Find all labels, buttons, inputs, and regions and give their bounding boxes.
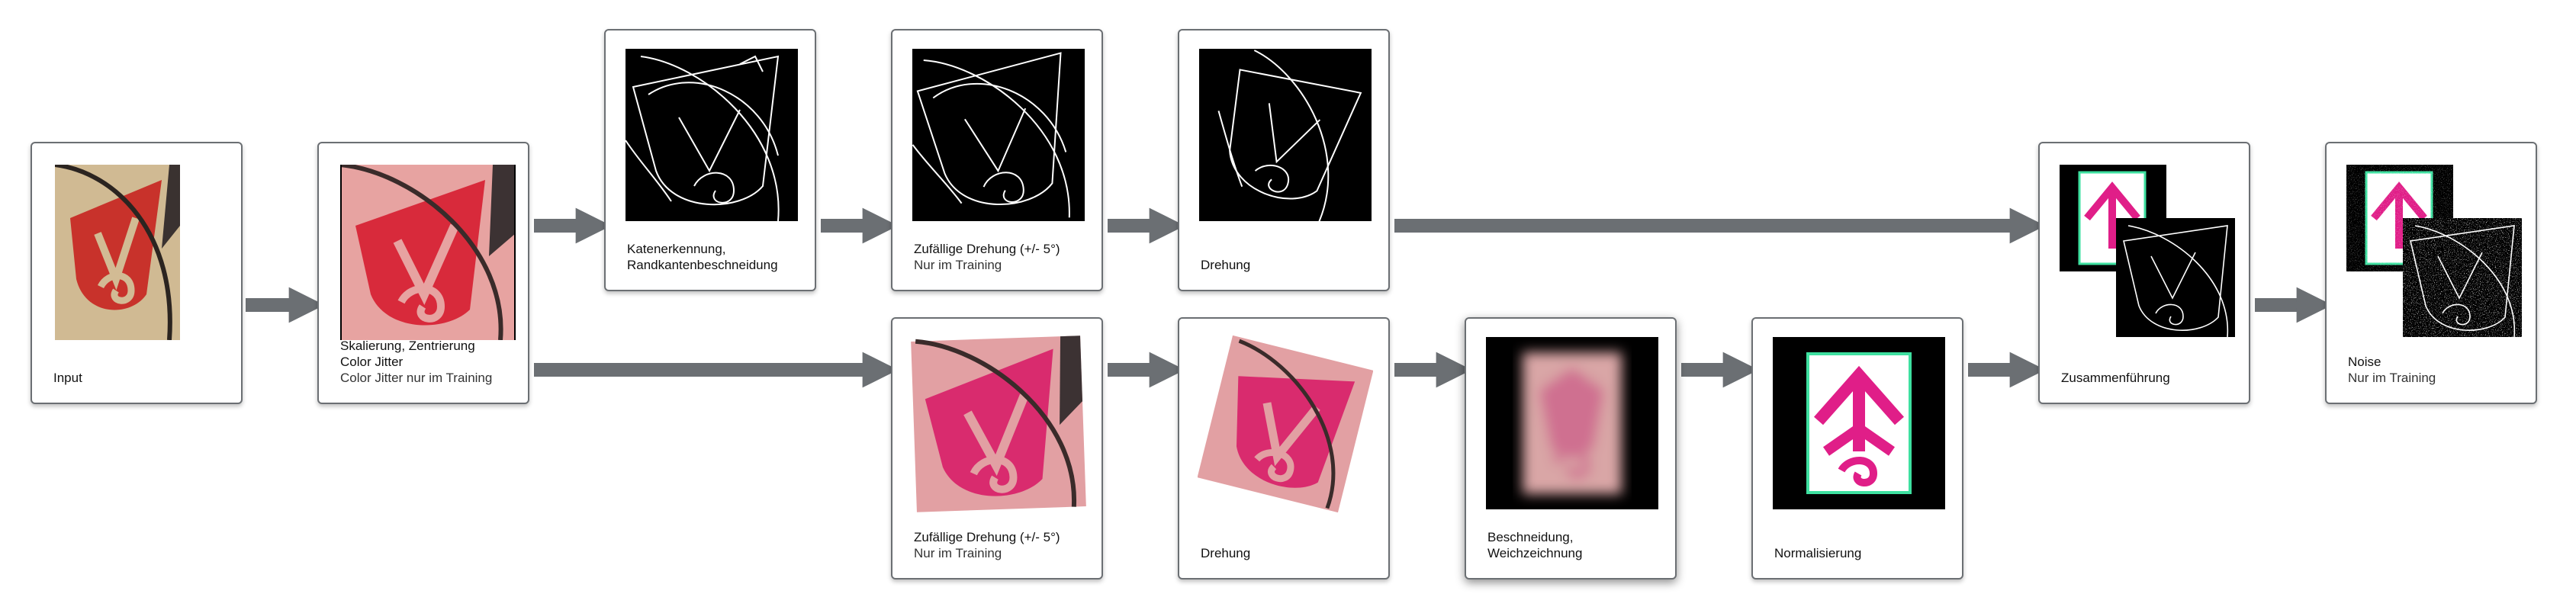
merged-images — [2060, 165, 2235, 340]
step-color-rotation: Drehung — [1178, 317, 1390, 580]
step-color-rotation-title: Drehung — [1201, 546, 1251, 560]
step-crop-blur-title: Beschneidung, — [1487, 530, 1574, 544]
step-edge-random-rotation: Zufällige Drehung (+/- 5°) Nur im Traini… — [891, 29, 1103, 291]
step-color-random-rotation-note: Nur im Training — [914, 546, 1002, 560]
rotated-crest-image — [1198, 336, 1373, 512]
step-crop-blur-title2: Weichzeichnung — [1487, 546, 1583, 560]
step-scale-title: Skalierung, Zentrierung — [340, 339, 475, 353]
step-crop-blur: Beschneidung, Weichzeichnung — [1465, 317, 1677, 580]
step-noise: Noise Nur im Training — [2325, 142, 2537, 404]
step-edge-rotation: Drehung — [1178, 29, 1390, 291]
step-input: Input — [31, 142, 243, 404]
pink-crest-image — [340, 165, 516, 340]
step-color-random-rotation: Zufällige Drehung (+/- 5°) Nur im Traini… — [891, 317, 1103, 580]
step-scale-title2: Color Jitter — [340, 355, 404, 369]
step-edge-random-rotation-note: Nur im Training — [914, 258, 1002, 272]
step-noise-note: Nur im Training — [2348, 371, 2436, 385]
normalized-crest-image — [1773, 337, 1945, 509]
step-edge-detection: Katenerkennung, Randkantenbeschneidung — [604, 29, 816, 291]
step-normalize-title: Normalisierung — [1774, 546, 1862, 560]
pink-crest-image — [911, 336, 1086, 512]
step-scale-center: Skalierung, Zentrierung Color Jitter Col… — [317, 142, 529, 404]
step-edge-title2: Randkantenbeschneidung — [627, 258, 778, 272]
step-merge: Zusammenführung — [2038, 142, 2250, 404]
step-scale-note: Color Jitter nur im Training — [340, 371, 493, 385]
rotated-edge-map-image — [1199, 49, 1372, 221]
step-noise-title: Noise — [2348, 355, 2381, 369]
blurred-crest-image — [1486, 337, 1658, 509]
step-input-title: Input — [53, 371, 82, 385]
step-normalize: Normalisierung — [1751, 317, 1963, 580]
step-merge-title: Zusammenführung — [2061, 371, 2170, 385]
step-edge-rotation-title: Drehung — [1201, 258, 1251, 272]
step-color-random-rotation-title: Zufällige Drehung (+/- 5°) — [914, 530, 1060, 544]
parchment-crest-image — [55, 165, 180, 340]
edge-map-image — [912, 49, 1085, 221]
step-edge-title: Katenerkennung, — [627, 242, 726, 256]
step-edge-random-rotation-title: Zufällige Drehung (+/- 5°) — [914, 242, 1060, 256]
noisy-merged-images — [2346, 165, 2522, 340]
edge-map-image — [626, 49, 798, 221]
